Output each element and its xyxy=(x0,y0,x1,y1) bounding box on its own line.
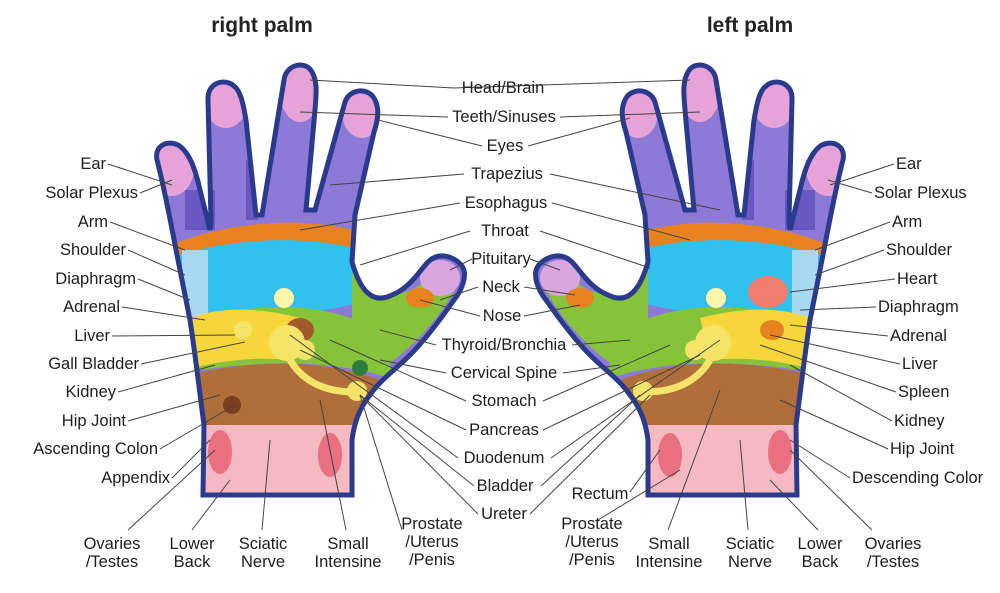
left-label-rectum: Rectum xyxy=(571,485,629,503)
label-neck: Neck xyxy=(482,278,520,296)
left-label-hip-joint: Hip Joint xyxy=(890,440,955,458)
label-ureter: Ureter xyxy=(481,505,527,523)
left-label-descending-colon: Descending Color xyxy=(852,469,984,487)
left-label-spleen: Spleen xyxy=(898,383,950,401)
right-palm-title: right palm xyxy=(211,14,313,37)
right-label-ascending-colon: Ascending Colon xyxy=(33,440,158,458)
right-label-solar-plexus: Solar Plexus xyxy=(45,184,138,202)
right-label-liver: Liver xyxy=(74,327,110,345)
label-bladder: Bladder xyxy=(476,477,534,495)
label-duodenum: Duodenum xyxy=(463,449,545,467)
left-label-kidney: Kidney xyxy=(894,412,945,430)
label-pancreas: Pancreas xyxy=(469,421,539,439)
right-label-shoulder: Shoulder xyxy=(59,241,126,259)
left-label-ear: Ear xyxy=(896,155,922,173)
leader-lines xyxy=(107,79,901,531)
left-label-small-intensine: Small Intensine xyxy=(635,535,703,571)
right-label-adrenal: Adrenal xyxy=(63,298,120,316)
left-label-heart: Heart xyxy=(897,270,938,288)
left-label-adrenal: Adrenal xyxy=(890,327,947,345)
label-throat: Throat xyxy=(481,222,529,240)
right-label-arm: Arm xyxy=(77,213,108,231)
label-cervical-spine: Cervical Spine xyxy=(450,364,558,382)
label-pituitary: Pituitary xyxy=(471,250,531,268)
label-stomach: Stomach xyxy=(471,392,537,410)
left-label-prostate-uterus-penis: Prostate /Uterus /Penis xyxy=(561,515,623,569)
right-label-hip-joint: Hip Joint xyxy=(61,412,126,430)
left-label-arm: Arm xyxy=(892,213,923,231)
right-label-small-intensine: Small Intensine xyxy=(314,535,382,571)
left-label-liver: Liver xyxy=(902,355,938,373)
right-label-kidney: Kidney xyxy=(65,383,116,401)
label-eyes: Eyes xyxy=(486,137,524,155)
left-palm-hand xyxy=(536,60,850,500)
right-label-ear: Ear xyxy=(80,155,106,173)
label-teeth-sinuses: Teeth/Sinuses xyxy=(452,108,556,126)
left-label-lower-back: Lower Back xyxy=(797,535,843,571)
right-palm-hand xyxy=(150,60,464,500)
label-thyroid-bronchia: Thyroid/Bronchia xyxy=(441,336,567,354)
right-label-appendix: Appendix xyxy=(101,469,170,487)
right-label-diaphragm: Diaphragm xyxy=(55,270,136,288)
right-label-lower-back: Lower Back xyxy=(169,535,215,571)
left-label-solar-plexus: Solar Plexus xyxy=(874,184,967,202)
label-nose: Nose xyxy=(482,307,522,325)
left-label-sciatic-nerve: Sciatic Nerve xyxy=(725,535,775,571)
label-esophagus: Esophagus xyxy=(464,194,548,212)
right-label-gall-bladder: Gall Bladder xyxy=(48,355,139,373)
left-label-shoulder: Shoulder xyxy=(886,241,953,259)
left-label-ovaries-testes: Ovaries /Testes xyxy=(864,535,922,571)
label-trapezius: Trapezius xyxy=(471,165,543,183)
label-head-brain: Head/Brain xyxy=(461,79,545,97)
left-palm-title: left palm xyxy=(706,14,794,37)
right-label-sciatic-nerve: Sciatic Nerve xyxy=(238,535,288,571)
right-label-prostate-uterus-penis: Prostate /Uterus /Penis xyxy=(401,515,463,569)
left-label-diaphragm: Diaphragm xyxy=(878,298,959,316)
right-label-ovaries-testes: Ovaries /Testes xyxy=(83,535,141,571)
